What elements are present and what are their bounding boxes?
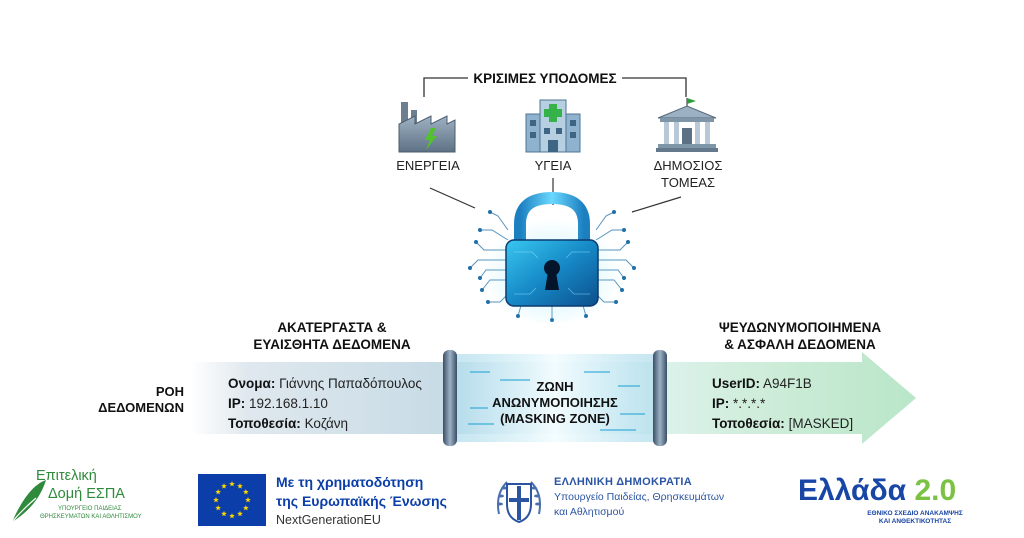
eu-line3: NextGenerationEU bbox=[276, 513, 381, 527]
masked-data-title-line1: ΨΕΥΔΩΝΥΜΟΠΟΙΗΜΕΝΑ bbox=[718, 320, 882, 335]
padlock-icon bbox=[468, 191, 636, 323]
masked-data-fields: UserID: A94F1B IP: *.*.*.* Τοποθεσία: [M… bbox=[712, 374, 853, 434]
masked-field-location: Τοποθεσία: [MASKED] bbox=[712, 414, 853, 434]
raw-field-name-key: Ονομα: bbox=[228, 376, 276, 391]
raw-field-location-key: Τοποθεσία: bbox=[228, 416, 301, 431]
raw-field-ip-key: IP: bbox=[228, 396, 246, 411]
masking-zone-label: ΖΩΝΗ ΑΝΩΝΥΜΟΠΟΙΗΣΗΣ (MASKING ZONE) bbox=[466, 379, 644, 427]
eu-star bbox=[229, 513, 235, 519]
eu-star bbox=[221, 510, 227, 517]
flow-label-line1: ΡΟΗ bbox=[155, 384, 184, 399]
greek-ministry-text: ΕΛΛΗΝΙΚΗ ΔΗΜΟΚΡΑΤΙΑ Υπουργείο Παιδείας, … bbox=[554, 475, 724, 520]
raw-field-location-value: Κοζάνη bbox=[304, 416, 349, 431]
gr-line3: και Αθλητισμού bbox=[554, 506, 625, 518]
flow-label-line2: ΔΕΔΟΜΕΝΩΝ bbox=[98, 400, 184, 415]
masked-field-ip-key: IP: bbox=[712, 396, 730, 411]
raw-data-title: ΑΚΑΤΕΡΓΑΣΤΑ & ΕΥΑΙΣΘΗΤΑ ΔΕΔΟΜΕΝΑ bbox=[232, 319, 432, 353]
eu-star bbox=[243, 489, 249, 495]
raw-data-title-line1: ΑΚΑΤΕΡΓΑΣΤΑ & bbox=[277, 320, 387, 335]
masked-field-location-value: [MASKED] bbox=[788, 416, 854, 431]
espa-sub1: ΥΠΟΥΡΓΕΙΟ ΠΑΙΔΕΙΑΣ bbox=[58, 506, 122, 512]
eu-flag-icon bbox=[198, 474, 266, 526]
masked-field-userid-value: A94F1B bbox=[763, 376, 812, 391]
masked-data-title-line2: & ΑΣΦΑΛΗ ΔΕΔΟΜΕΝΑ bbox=[724, 337, 876, 352]
raw-data-title-line2: ΕΥΑΙΣΘΗΤΑ ΔΕΔΟΜΕΝΑ bbox=[253, 337, 411, 352]
gr-line2: Υπουργείο Παιδείας, Θρησκευμάτων bbox=[554, 491, 725, 503]
eu-line2: της Ευρωπαϊκής Ένωσης bbox=[276, 493, 447, 509]
masked-field-ip: IP: *.*.*.* bbox=[712, 394, 853, 414]
government-building-icon bbox=[656, 98, 718, 152]
hospital-icon bbox=[525, 99, 581, 153]
ellada-sub2: ΚΑΙ ΑΝΘΕΚΤΙΚΟΤΗΤΑΣ bbox=[878, 518, 952, 525]
infra-label-public-sector-line2: ΤΟΜΕΑΣ bbox=[660, 175, 716, 190]
espa-line1: Επιτελική bbox=[36, 468, 97, 484]
eu-funding-text: Με τη χρηματοδότηση της Ευρωπαϊκής Ένωση… bbox=[276, 473, 447, 530]
eu-star bbox=[213, 497, 219, 503]
espa-line2: Δομή ΕΣΠΑ bbox=[48, 486, 125, 502]
infra-label-health: ΥΓΕΙΑ bbox=[534, 158, 572, 173]
eu-star bbox=[237, 510, 243, 517]
raw-data-fields: Ονομα: Γιάννης Παπαδόπουλος IP: 192.168.… bbox=[228, 374, 422, 434]
ellada-sub1: ΕΘΝΙΚΟ ΣΧΕΔΙΟ ΑΝΑΚΑΜΨΗΣ bbox=[867, 510, 963, 517]
raw-field-name: Ονομα: Γιάννης Παπαδόπουλος bbox=[228, 374, 422, 394]
eu-line1: Με τη χρηματοδότηση bbox=[276, 474, 424, 490]
eu-star bbox=[215, 489, 221, 495]
gr-line1: ΕΛΛΗΝΙΚΗ ΔΗΜΟΚΡΑΤΙΑ bbox=[554, 476, 692, 488]
raw-field-location: Τοποθεσία: Κοζάνη bbox=[228, 414, 422, 434]
ellada-2-0-logo: Ελλάδα 2.0 ΕΘΝΙΚΟ ΣΧΕΔΙΟ ΑΝΑΚΑΜΨΗΣ ΚΑΙ Α… bbox=[790, 474, 1010, 530]
eu-star bbox=[229, 481, 235, 487]
infra-label-public-sector: ΔΗΜΟΣΙΟΣ ΤΟΜΕΑΣ bbox=[640, 157, 736, 191]
masked-field-location-key: Τοποθεσία: bbox=[712, 416, 785, 431]
raw-field-ip-value: 192.168.1.10 bbox=[249, 396, 328, 411]
ellada-subtitle: ΕΘΝΙΚΟ ΣΧΕΔΙΟ ΑΝΑΚΑΜΨΗΣ ΚΑΙ ΑΝΘΕΚΤΙΚΟΤΗΤ… bbox=[830, 510, 1000, 526]
masked-field-ip-value: *.*.*.* bbox=[733, 396, 766, 411]
ellada-number: 2.0 bbox=[914, 474, 957, 507]
eu-star bbox=[221, 483, 227, 489]
eu-star bbox=[237, 483, 243, 489]
ellada-title: Ελλάδα 2.0 bbox=[798, 474, 956, 508]
masking-zone-line1: ΖΩΝΗ bbox=[536, 379, 574, 394]
factory-icon bbox=[398, 102, 456, 153]
ellada-word: Ελλάδα bbox=[798, 474, 907, 507]
masking-zone-line3: (MASKING ZONE) bbox=[500, 411, 610, 426]
flow-label: ΡΟΗ ΔΕΔΟΜΕΝΩΝ bbox=[80, 384, 184, 416]
raw-field-name-value: Γιάννης Παπαδόπουλος bbox=[279, 376, 422, 391]
espa-sub2: ΘΡΗΣΚΕΥΜΑΤΩΝ ΚΑΙ ΑΘΛΗΤΙΣΜΟΥ bbox=[40, 514, 142, 520]
espa-leaf-icon bbox=[11, 480, 46, 523]
eu-star bbox=[215, 505, 221, 511]
infra-label-public-sector-line1: ΔΗΜΟΣΙΟΣ bbox=[653, 158, 723, 173]
masked-data-title: ΨΕΥΔΩΝΥΜΟΠΟΙΗΜΕΝΑ & ΑΣΦΑΛΗ ΔΕΔΟΜΕΝΑ bbox=[700, 319, 900, 353]
masked-field-userid: UserID: A94F1B bbox=[712, 374, 853, 394]
masked-field-userid-key: UserID: bbox=[712, 376, 761, 391]
eu-star bbox=[243, 505, 249, 511]
espa-logo: Επιτελική Δομή ΕΣΠΑ ΥΠΟΥΡΓΕΙΟ ΠΑΙΔΕΙΑΣ Θ… bbox=[6, 462, 176, 530]
masking-zone-line2: ΑΝΩΝΥΜΟΠΟΙΗΣΗΣ bbox=[492, 395, 618, 410]
eu-star bbox=[245, 497, 251, 503]
greek-emblem-icon bbox=[497, 481, 541, 524]
infrastructure-title: ΚΡΙΣΙΜΕΣ ΥΠΟΔΟΜΕΣ bbox=[473, 71, 617, 86]
infra-label-energy: ΕΝΕΡΓΕΙΑ bbox=[396, 158, 460, 173]
raw-field-ip: IP: 192.168.1.10 bbox=[228, 394, 422, 414]
